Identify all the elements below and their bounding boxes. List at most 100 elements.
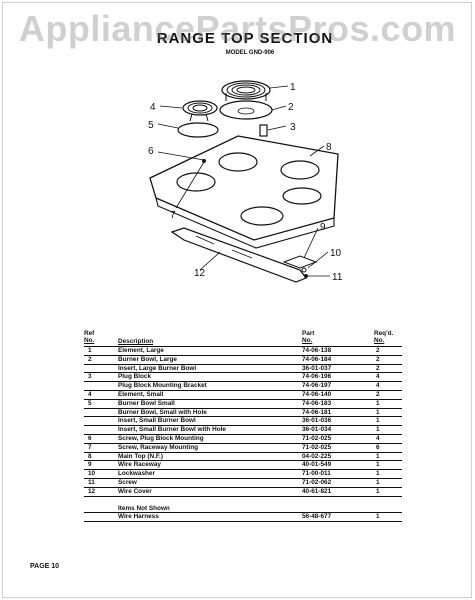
quantity-cell: 2 bbox=[376, 347, 380, 354]
ref-cell: 9 bbox=[88, 461, 92, 469]
callout-10: 10 bbox=[330, 248, 342, 259]
quantity-cell: 6 bbox=[376, 443, 380, 451]
table-row: 9 Wire Raceway 40-01-549 1 bbox=[84, 461, 402, 471]
ref-cell: 10 bbox=[88, 470, 96, 478]
description-cell: Wire Raceway bbox=[118, 461, 161, 469]
burner-bowl-small bbox=[177, 122, 219, 138]
small-element bbox=[182, 100, 218, 122]
description-cell: Element, Small bbox=[118, 390, 164, 398]
quantity-cell: 1 bbox=[376, 487, 380, 495]
ref-cell: 5 bbox=[88, 399, 92, 407]
quantity-cell: 1 bbox=[376, 399, 380, 407]
quantity-cell: 1 bbox=[376, 452, 380, 460]
description-cell: Insert, Large Burner Bowl bbox=[118, 364, 197, 372]
quantity-cell: 1 bbox=[376, 478, 380, 486]
table-row: 7 Screw, Raceway Mounting 71-02-025 6 bbox=[84, 444, 402, 453]
part-number-cell: 36-01-036 bbox=[302, 417, 332, 425]
quantity-cell: 1 bbox=[376, 513, 380, 521]
table-row: Items Not Shown bbox=[84, 505, 402, 514]
quantity-cell: 2 bbox=[376, 390, 380, 398]
wire-cover bbox=[170, 227, 307, 283]
quantity-cell: 1 bbox=[376, 408, 380, 416]
ref-cell: 4 bbox=[88, 390, 92, 398]
description-cell: Items Not Shown bbox=[118, 504, 170, 512]
ref-cell: 7 bbox=[88, 443, 92, 451]
burner-bowl-large bbox=[219, 100, 273, 120]
part-number-cell: 40-01-549 bbox=[302, 461, 332, 469]
description-cell: Screw, Plug Block Mounting bbox=[118, 434, 204, 442]
plug-block bbox=[259, 124, 268, 137]
description-cell: Burner Bowl Small bbox=[118, 399, 175, 407]
parts-table: Ref No. Description Part No. Req'd. No. … bbox=[84, 330, 402, 523]
description-cell: Lockwasher bbox=[118, 470, 155, 478]
part-number-cell: 74-06-197 bbox=[302, 382, 332, 390]
part-number-cell: 40-61-821 bbox=[302, 487, 332, 495]
table-row: 6 Screw, Plug Block Mounting 71-02-025 4 bbox=[84, 435, 402, 444]
part-number-cell: 71-02-062 bbox=[302, 478, 332, 486]
ref-cell: 11 bbox=[88, 478, 95, 486]
callout-9: 9 bbox=[320, 222, 326, 233]
quantity-cell: 4 bbox=[376, 373, 380, 381]
page-number: PAGE 10 bbox=[30, 563, 60, 570]
main-top bbox=[149, 135, 339, 249]
callout-6: 6 bbox=[148, 146, 154, 157]
page-title: RANGE TOP SECTION bbox=[156, 30, 334, 47]
quantity-cell: 2 bbox=[376, 364, 380, 372]
watermark: AppliancePartsPros.com bbox=[18, 8, 457, 49]
callout-1: 1 bbox=[290, 82, 296, 93]
description-cell: Plug Block Mounting Bracket bbox=[118, 382, 207, 390]
quantity-cell: 1 bbox=[376, 417, 380, 425]
part-number-cell: 74-06-181 bbox=[302, 408, 332, 416]
ref-cell: 1 bbox=[88, 347, 92, 354]
part-number-cell: 71-02-025 bbox=[302, 443, 332, 451]
callout-12: 12 bbox=[194, 268, 206, 279]
callout-11: 11 bbox=[332, 272, 343, 283]
quantity-cell: 1 bbox=[376, 470, 380, 478]
table-row: 11 Screw 71-02-062 1 bbox=[84, 479, 402, 488]
table-spacer bbox=[84, 497, 402, 505]
ref-cell: 3 bbox=[88, 373, 92, 381]
description-cell: Screw, Raceway Mounting bbox=[118, 443, 199, 451]
callout-2: 2 bbox=[288, 102, 294, 113]
description-cell: Wire Cover bbox=[118, 487, 152, 495]
part-number-cell: 71-00-011 bbox=[302, 470, 331, 478]
part-number-cell: 36-01-034 bbox=[302, 426, 332, 434]
ref-cell: 6 bbox=[88, 434, 92, 442]
model-number: MODEL GND-906 bbox=[225, 50, 275, 56]
description-cell: Screw bbox=[118, 478, 137, 486]
lockwasher bbox=[301, 267, 307, 273]
quantity-cell: 1 bbox=[376, 426, 380, 434]
callout-5: 5 bbox=[148, 120, 154, 131]
part-number-cell: 71-02-025 bbox=[302, 434, 332, 442]
header-description: Description bbox=[118, 338, 154, 345]
quantity-cell: 1 bbox=[376, 461, 380, 469]
callout-3: 3 bbox=[290, 122, 296, 133]
header-ref: Ref No. bbox=[84, 330, 95, 344]
callout-8: 8 bbox=[326, 142, 332, 153]
description-cell: Main Top (N.F.) bbox=[118, 452, 163, 460]
part-number-cell: 74-06-184 bbox=[302, 355, 332, 363]
part-number-cell: 04-02-225 bbox=[302, 452, 332, 460]
exploded-parts-diagram: 1 2 3 4 5 6 7 8 9 10 11 12 bbox=[148, 80, 343, 283]
table-row: 10 Lockwasher 71-00-011 1 bbox=[84, 470, 402, 479]
ref-cell: 2 bbox=[88, 355, 92, 363]
quantity-cell: 2 bbox=[376, 355, 380, 363]
screw bbox=[304, 274, 308, 278]
callout-4: 4 bbox=[150, 102, 156, 113]
header-required: Req'd. No. bbox=[374, 330, 394, 344]
quantity-cell: 4 bbox=[376, 434, 380, 442]
description-cell: Element, Large bbox=[118, 347, 164, 354]
